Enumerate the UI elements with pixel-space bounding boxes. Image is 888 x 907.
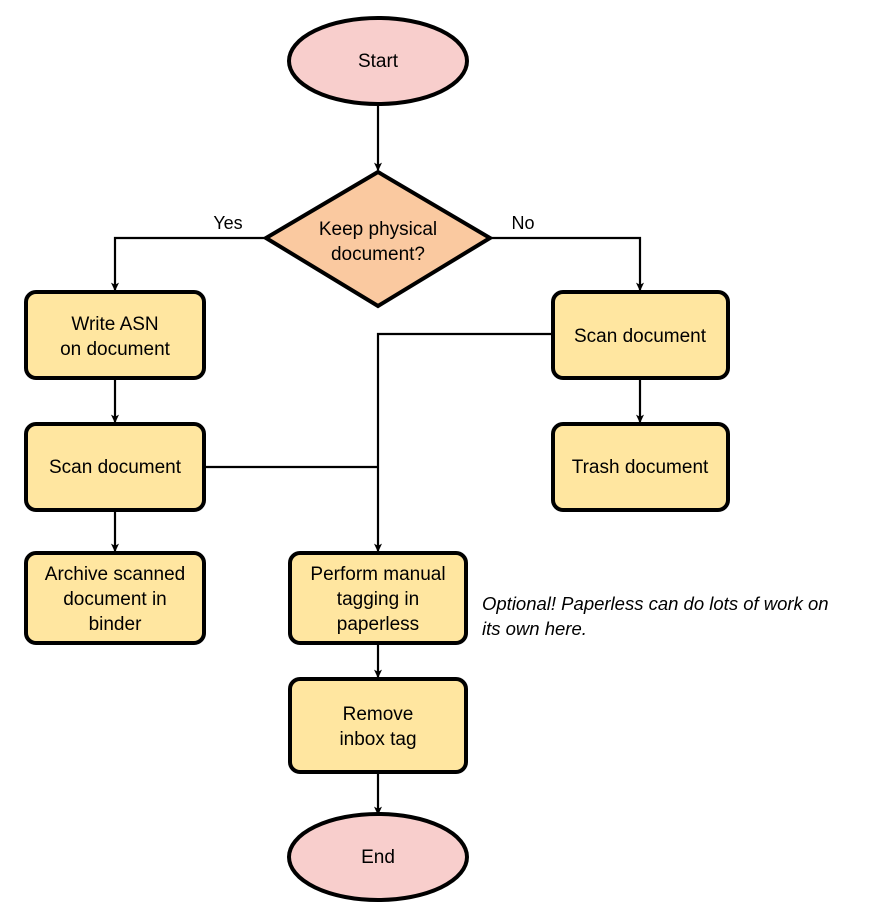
remove-inbox-label-line1: Remove: [343, 704, 414, 725]
tagging-label-line3: paperless: [337, 614, 419, 635]
write-asn-label-line1: Write ASN: [71, 314, 158, 335]
remove-inbox-label-line2: inbox tag: [339, 729, 416, 750]
end-label: End: [361, 847, 395, 868]
trash-document-label: Trash document: [572, 457, 709, 478]
tagging-label-line1: Perform manual: [310, 564, 445, 585]
node-end[interactable]: End: [287, 812, 469, 902]
archive-label-line2: document in: [63, 589, 167, 610]
node-decision-keep-physical-document[interactable]: Keep physical document?: [262, 169, 494, 309]
start-label: Start: [358, 51, 399, 72]
decision-diamond: [262, 169, 494, 309]
remove-inbox-box: [288, 677, 468, 774]
edge-decision-yes-to-write-asn: [111, 236, 265, 292]
optional-note-line2: its own here.: [482, 618, 587, 639]
node-trash-document[interactable]: Trash document: [551, 422, 730, 512]
scan-document-left-label: Scan document: [49, 457, 182, 478]
decision-label-line2: document?: [331, 244, 425, 265]
node-scan-document-left[interactable]: Scan document: [24, 422, 206, 512]
node-perform-manual-tagging[interactable]: Perform manual tagging in paperless: [288, 551, 468, 645]
edges-layer: [111, 104, 644, 816]
edge-label-yes: Yes: [213, 213, 242, 233]
scan-document-right-label: Scan document: [574, 326, 707, 347]
node-start[interactable]: Start: [287, 16, 469, 106]
tagging-label-line2: tagging in: [337, 589, 419, 610]
node-scan-document-right[interactable]: Scan document: [551, 290, 730, 380]
end-ellipse: [287, 812, 469, 902]
node-remove-inbox-tag[interactable]: Remove inbox tag: [288, 677, 468, 774]
scan-document-right-box: [551, 290, 730, 380]
edge-label-no: No: [511, 213, 534, 233]
tagging-box: [288, 551, 468, 645]
archive-label-line3: binder: [89, 614, 142, 635]
archive-box: [24, 551, 206, 645]
write-asn-label-line2: on document: [60, 339, 171, 360]
write-asn-box: [24, 290, 206, 380]
scan-document-left-box: [24, 422, 206, 512]
edge-decision-no-to-scan-right: [490, 236, 644, 292]
annotation-optional-note: Optional! Paperless can do lots of work …: [482, 593, 829, 639]
start-ellipse: [287, 16, 469, 106]
node-write-asn[interactable]: Write ASN on document: [24, 290, 206, 380]
trash-document-box: [551, 422, 730, 512]
edge-scan-right-to-tagging: [374, 332, 553, 553]
decision-label-line1: Keep physical: [319, 219, 437, 240]
node-archive-scanned-document[interactable]: Archive scanned document in binder: [24, 551, 206, 645]
archive-label-line1: Archive scanned: [45, 564, 185, 585]
optional-note-line1: Optional! Paperless can do lots of work …: [482, 593, 829, 614]
